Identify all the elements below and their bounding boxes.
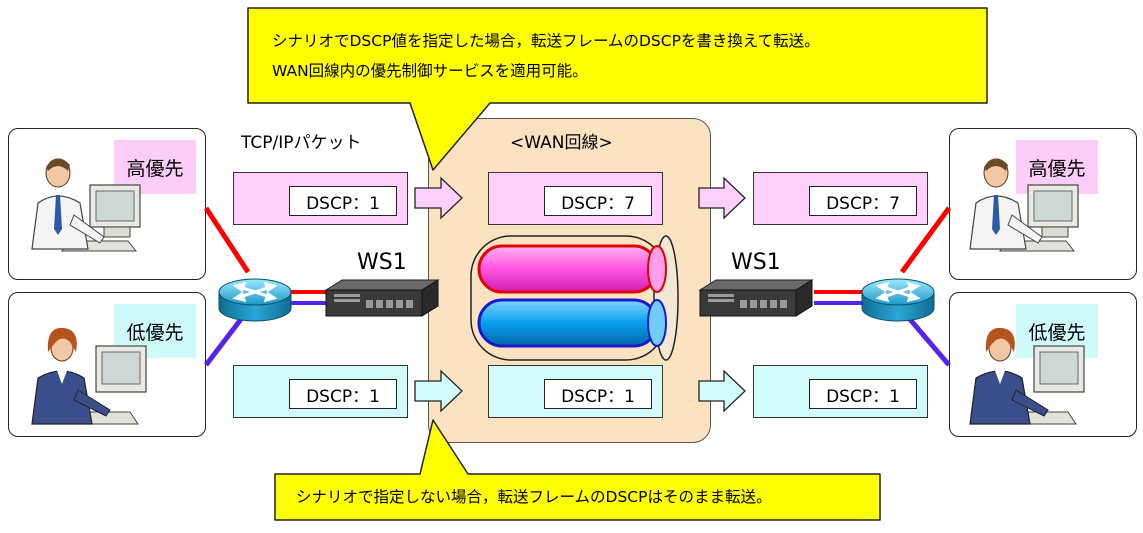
wan-pipe-icon (470, 235, 679, 361)
callout-top-text: シナリオでDSCP値を指定した場合，転送フレームのDSCPを書き換えて転送。 W… (272, 26, 982, 86)
ws-device-icon (324, 279, 440, 317)
person-icon-low-left (31, 327, 147, 425)
ws-device-icon (698, 279, 814, 317)
person-icon-low-right (969, 327, 1085, 425)
person-icon-high-left (31, 158, 141, 252)
arrow-icon (414, 176, 463, 220)
packet-high-in: DSCP：1 (233, 172, 408, 225)
dscp-value: DSCP：1 (289, 379, 397, 409)
callout-bottom-text: シナリオで指定しない場合，転送フレームのDSCPはそのまま転送。 (296, 488, 772, 506)
wan-label: <WAN回線> (510, 133, 613, 153)
dscp-value: DSCP：1 (544, 379, 652, 409)
person-icon-high-right (969, 158, 1079, 252)
packet-low-wan: DSCP：1 (488, 365, 663, 418)
packet-high-wan: DSCP：7 (488, 172, 663, 225)
ws-label-right: WS1 (731, 250, 781, 275)
arrow-icon (698, 176, 746, 220)
callout-bottom-shape (274, 419, 881, 521)
dscp-value: DSCP：7 (544, 186, 652, 216)
packet-high-out: DSCP：7 (753, 172, 928, 225)
packet-low-out: DSCP：1 (753, 365, 928, 418)
dscp-value: DSCP：1 (809, 379, 917, 409)
router-icon (861, 278, 935, 322)
packet-low-in: DSCP：1 (233, 365, 408, 418)
tcp-ip-packet-label: TCP/IPパケット (241, 133, 362, 153)
callout-top-line2: WAN回線内の優先制御サービスを適用可能。 (272, 62, 588, 80)
router-icon (218, 278, 292, 322)
arrow-icon (414, 369, 463, 413)
ws-label-left: WS1 (357, 250, 407, 275)
dscp-value: DSCP：1 (289, 186, 397, 216)
dscp-value: DSCP：7 (809, 186, 917, 216)
callout-top-line1: シナリオでDSCP値を指定した場合，転送フレームのDSCPを書き換えて転送。 (272, 32, 820, 50)
callout-top-shape (247, 7, 988, 171)
arrow-icon (698, 369, 746, 413)
